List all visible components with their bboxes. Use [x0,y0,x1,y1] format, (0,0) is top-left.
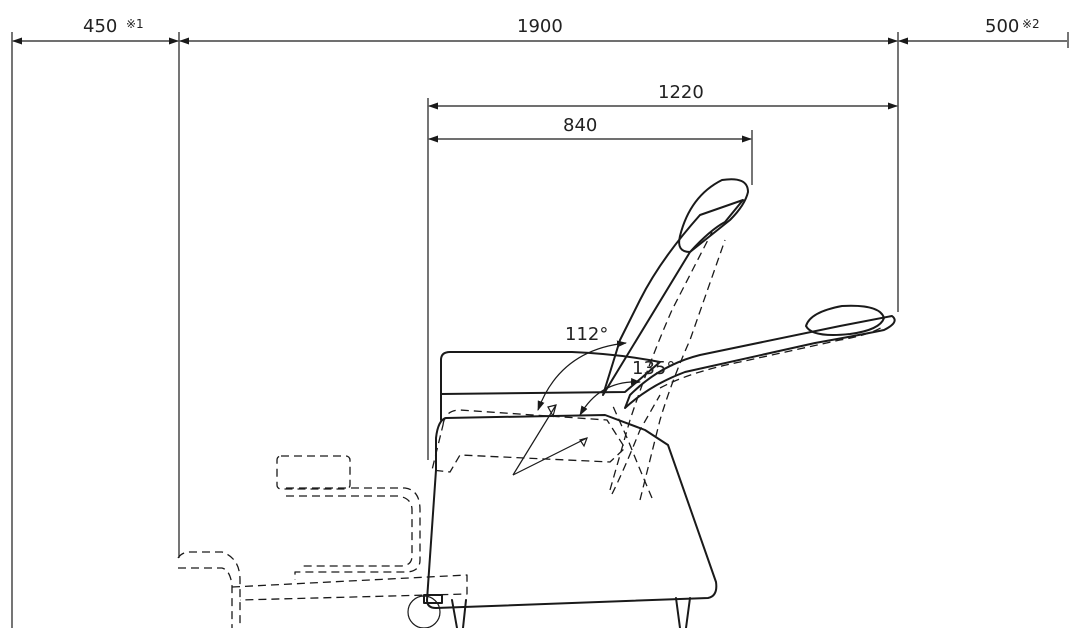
side-table-dashed [276,455,351,490]
foot-pad [805,304,885,336]
angle-arcs [512,340,641,476]
angle-line-legrest [512,437,588,476]
dim-label-450: 450 [83,16,117,37]
chair-base [426,414,718,609]
angle-label-112: 112° [565,324,608,345]
dim-label-1900: 1900 [517,16,563,37]
backrest [602,199,744,396]
footrest-extension-dashed [177,551,241,628]
dim-note-2: ※2 [1022,17,1040,31]
arc-135 [579,378,641,416]
legrest-dashed [659,325,885,389]
seat-cushion-dashed [431,409,626,473]
angle-label-135: 135° [632,358,675,379]
rear-leg [675,597,691,628]
dim-label-840: 840 [563,115,597,136]
dim-label-500: 500 [985,16,1019,37]
side-table-rail-dashed [286,487,421,580]
footrest-platform-dashed [231,574,468,601]
dim-label-1220: 1220 [658,82,704,103]
legrest [624,315,896,409]
front-leg [451,599,467,628]
dimension-lines [11,32,1069,628]
arc-112 [537,340,627,411]
dim-note-1: ※1 [126,17,144,31]
angle-pointer-backrest [547,404,557,418]
chair-upright [407,178,896,628]
headrest [678,178,749,253]
angle-pointer-legrest [579,437,588,448]
folded-legrest-dashed [611,394,661,499]
arm-rest [440,351,661,395]
angle-line-backrest [512,404,557,476]
chair-alternate-positions [177,231,885,628]
